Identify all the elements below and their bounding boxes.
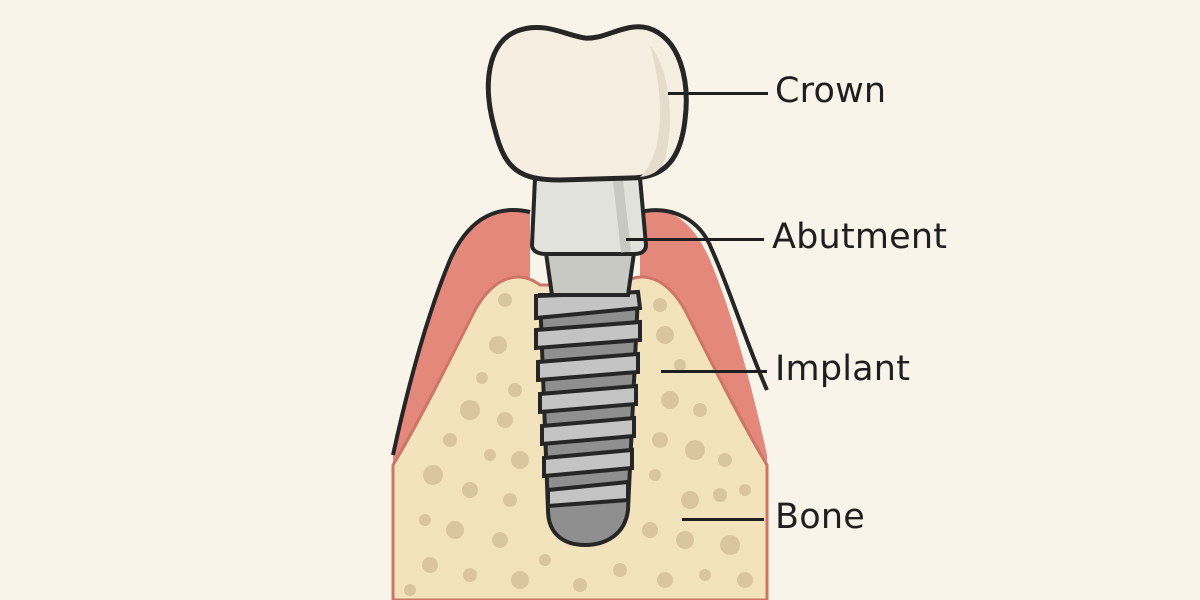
- bone-pores: [404, 293, 753, 596]
- bone-label: Bone: [775, 497, 865, 537]
- bone-leader-line: [682, 518, 764, 521]
- crown-leader-line: [668, 92, 768, 95]
- implant-screw: [534, 289, 643, 548]
- abutment: [529, 176, 649, 297]
- crown: [485, 24, 689, 183]
- abutment-label: Abutment: [772, 217, 948, 257]
- abutment-leader-line: [626, 238, 764, 241]
- crown-label: Crown: [775, 71, 887, 111]
- implant-label: Implant: [775, 349, 911, 389]
- implant-leader-line: [661, 370, 767, 373]
